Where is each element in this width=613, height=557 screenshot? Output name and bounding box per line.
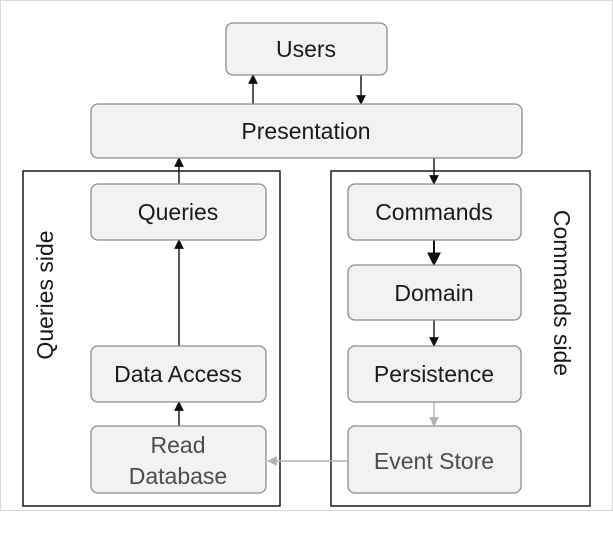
node-commands: Commands [347,183,522,241]
event-store-box [347,425,522,494]
commands-side-label: Commands side [549,210,575,376]
presentation-box [90,103,523,159]
node-event-store: Event Store [347,425,522,494]
node-domain: Domain [347,264,522,321]
domain-box [347,264,522,321]
users-label: Users [276,36,336,62]
commands-side-group: Commands side [330,170,591,507]
presentation-label: Presentation [241,118,370,144]
commands-side-container [330,170,591,507]
read-database-box [90,425,267,494]
event-store-label: Event Store [374,448,494,474]
read-database-label-line2: Database [129,463,227,489]
node-read-database: Read Database [90,425,267,494]
node-users: Users [225,22,388,76]
data-access-label: Data Access [114,361,242,387]
node-data-access: Data Access [90,345,267,403]
persistence-box [347,345,522,403]
users-box [225,22,388,76]
persistence-label: Persistence [374,361,494,387]
commands-box [347,183,522,241]
queries-side-group: Queries side [22,170,281,507]
queries-box [90,183,267,241]
queries-label: Queries [138,199,219,225]
data-access-box [90,345,267,403]
edges [174,74,441,466]
queries-side-label: Queries side [32,230,58,359]
domain-label: Domain [394,280,473,306]
queries-side-container [22,170,281,507]
commands-label: Commands [375,199,493,225]
node-presentation: Presentation [90,103,523,159]
read-database-label-line1: Read [151,432,206,458]
node-persistence: Persistence [347,345,522,403]
node-queries: Queries [90,183,267,241]
